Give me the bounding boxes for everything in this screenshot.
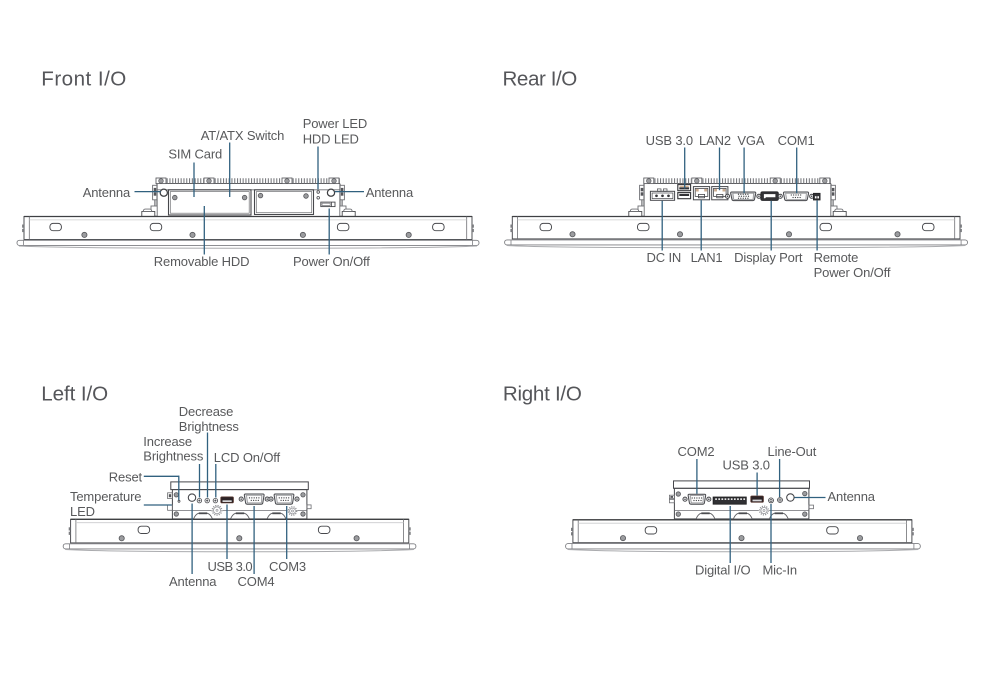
svg-text:COM4: COM4 bbox=[238, 574, 275, 589]
svg-text:Temperature: Temperature bbox=[70, 489, 141, 504]
svg-text:Antenna: Antenna bbox=[169, 574, 217, 589]
svg-text:Remote: Remote bbox=[814, 250, 859, 265]
svg-text:Antenna: Antenna bbox=[366, 185, 414, 200]
svg-text:COM1: COM1 bbox=[778, 133, 815, 148]
svg-text:Removable HDD: Removable HDD bbox=[154, 254, 250, 269]
svg-text:SIM Card: SIM Card bbox=[168, 147, 222, 162]
svg-text:Rear I/O: Rear I/O bbox=[503, 68, 578, 91]
svg-text:USB 3.0: USB 3.0 bbox=[208, 559, 253, 574]
svg-text:Line-Out: Line-Out bbox=[768, 444, 817, 459]
svg-text:Antenna: Antenna bbox=[828, 489, 876, 504]
svg-text:Brightness: Brightness bbox=[179, 419, 240, 434]
svg-text:DC IN: DC IN bbox=[647, 250, 682, 265]
svg-text:AT/ATX Switch: AT/ATX Switch bbox=[201, 128, 285, 143]
svg-text:Brightness: Brightness bbox=[143, 448, 204, 463]
svg-text:Mic-In: Mic-In bbox=[763, 563, 798, 578]
svg-text:LAN1: LAN1 bbox=[691, 250, 723, 265]
svg-text:HDD LED: HDD LED bbox=[303, 131, 359, 146]
svg-text:Power On/Off: Power On/Off bbox=[293, 254, 370, 269]
svg-text:Increase: Increase bbox=[143, 434, 192, 449]
svg-text:USB 3.0: USB 3.0 bbox=[646, 133, 693, 148]
svg-text:VGA: VGA bbox=[737, 133, 764, 148]
svg-text:Antenna: Antenna bbox=[83, 185, 131, 200]
svg-text:COM2: COM2 bbox=[678, 444, 715, 459]
svg-text:Front I/O: Front I/O bbox=[41, 68, 126, 91]
svg-text:Decrease: Decrease bbox=[179, 404, 233, 419]
svg-text:LCD On/Off: LCD On/Off bbox=[214, 450, 281, 465]
svg-text:Display Port: Display Port bbox=[734, 250, 803, 265]
svg-text:Power On/Off: Power On/Off bbox=[814, 265, 891, 280]
svg-text:Left I/O: Left I/O bbox=[41, 382, 108, 405]
svg-text:LAN2: LAN2 bbox=[699, 133, 731, 148]
svg-text:Right I/O: Right I/O bbox=[503, 382, 582, 405]
svg-text:LED: LED bbox=[70, 504, 95, 519]
svg-text:Reset: Reset bbox=[109, 469, 143, 484]
svg-text:COM3: COM3 bbox=[269, 559, 306, 574]
svg-text:Power LED: Power LED bbox=[303, 116, 367, 131]
svg-text:Digital I/O: Digital I/O bbox=[695, 563, 750, 578]
svg-text:USB 3.0: USB 3.0 bbox=[723, 458, 770, 473]
